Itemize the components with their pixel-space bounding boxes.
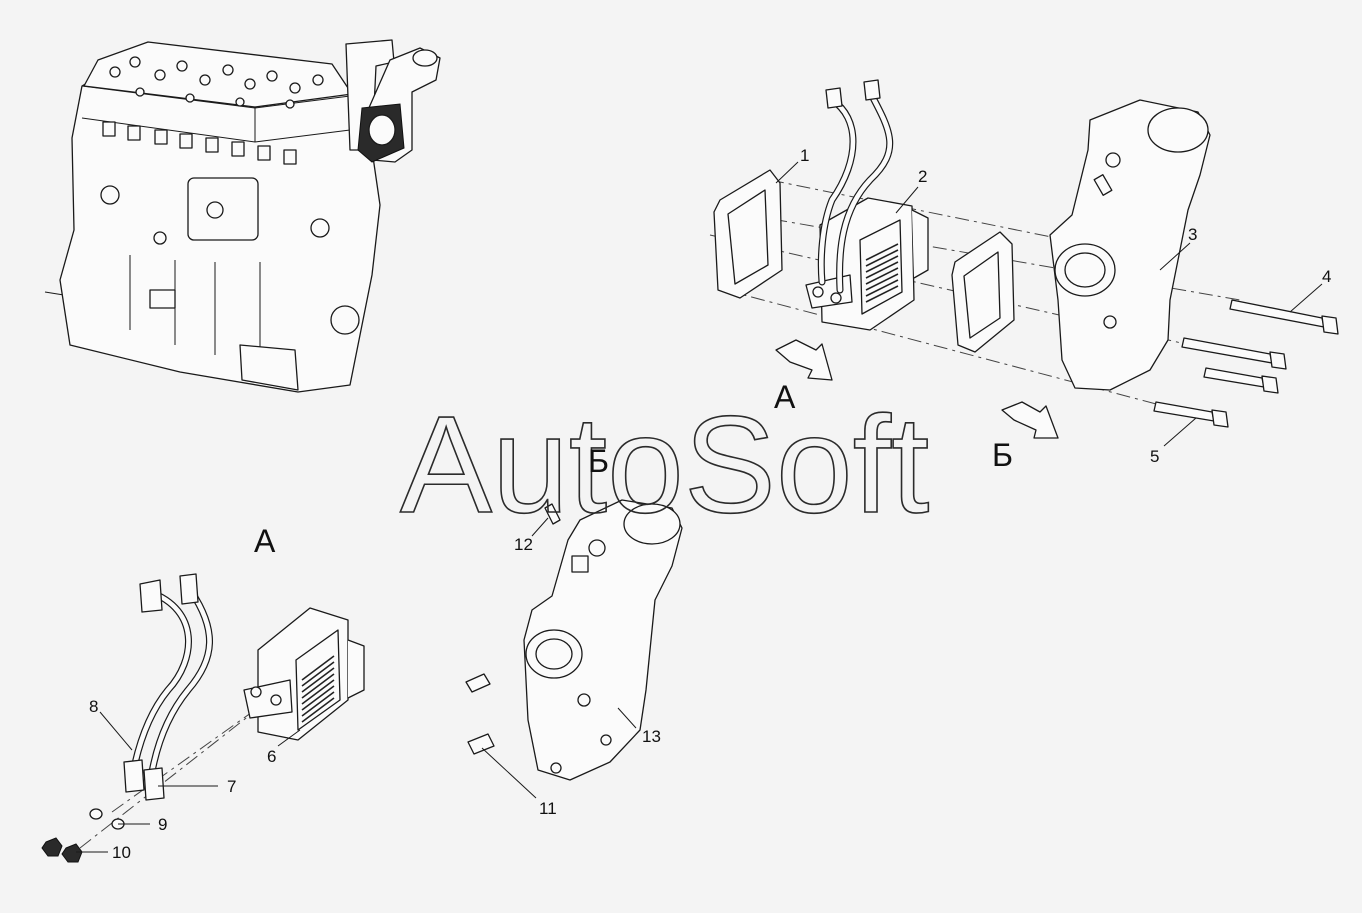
heater-fins bbox=[865, 243, 899, 303]
view-arrows bbox=[775, 339, 1059, 439]
view-label-b-top: Б bbox=[992, 437, 1013, 473]
leader-lines bbox=[76, 161, 1323, 853]
gasket-1-second bbox=[951, 231, 1015, 353]
callout-11: 11 bbox=[539, 799, 557, 818]
callout-3: 3 bbox=[1188, 225, 1197, 244]
heater-detail-6 bbox=[243, 607, 365, 741]
view-label-b-detail: Б bbox=[588, 443, 609, 479]
callout-13: 13 bbox=[642, 727, 661, 746]
view-label-a-top: А bbox=[774, 379, 796, 415]
nuts-washers-9-10 bbox=[41, 808, 125, 863]
gasket-1 bbox=[713, 169, 783, 299]
callout-5: 5 bbox=[1150, 447, 1159, 466]
engine-block-illustration bbox=[44, 39, 441, 393]
heater-wires-detail-8 bbox=[123, 573, 213, 801]
callout-2: 2 bbox=[918, 167, 927, 186]
watermark-text: AutoSoft bbox=[400, 388, 929, 542]
callout-9: 9 bbox=[158, 815, 167, 834]
cylinder-head-ports bbox=[102, 121, 297, 165]
pins-11-12 bbox=[465, 503, 561, 755]
callout-7: 7 bbox=[227, 777, 236, 796]
bolts-4-5 bbox=[1153, 299, 1339, 428]
callout-6: 6 bbox=[267, 747, 276, 766]
callout-10: 10 bbox=[112, 843, 131, 862]
detail-a-centerlines bbox=[79, 709, 256, 849]
intake-elbow-3 bbox=[1049, 99, 1211, 391]
valve-cover-bolts bbox=[109, 56, 324, 109]
callout-1: 1 bbox=[800, 146, 809, 165]
callout-12: 12 bbox=[514, 535, 533, 554]
intake-elbow-detail-13 bbox=[523, 499, 683, 781]
callout-8: 8 bbox=[89, 697, 98, 716]
heater-detail-fins bbox=[301, 655, 335, 723]
heater-wires-top bbox=[817, 79, 894, 294]
view-label-a-detail: А bbox=[254, 523, 276, 559]
callout-4: 4 bbox=[1322, 267, 1331, 286]
